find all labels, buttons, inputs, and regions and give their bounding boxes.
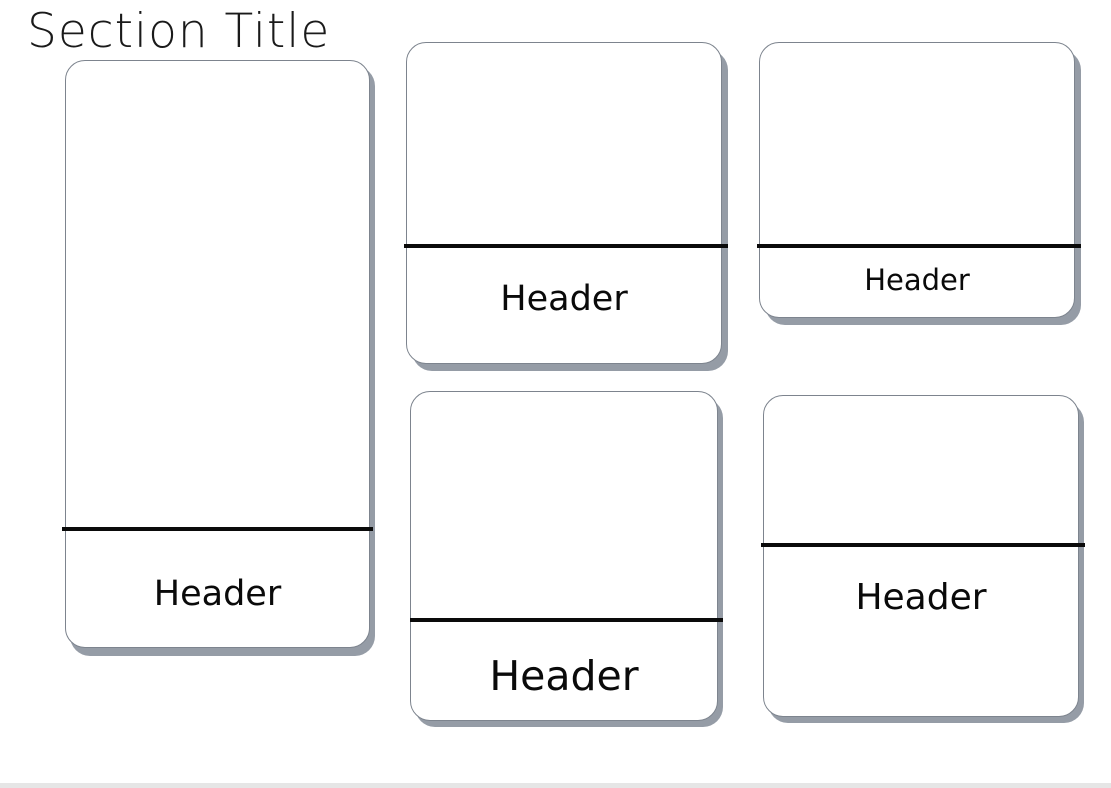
card-4-divider: [410, 618, 723, 622]
card-3-header: Header: [864, 263, 970, 297]
card-4[interactable]: [410, 391, 718, 721]
card-5-header: Header: [855, 577, 987, 618]
card-2-divider: [404, 244, 728, 248]
card-3-divider: [757, 244, 1081, 248]
bottom-strip: [0, 783, 1111, 788]
card-1-divider: [62, 527, 373, 531]
card-1-header: Header: [153, 574, 282, 614]
section-title: Section Title: [27, 4, 331, 59]
card-2-header: Header: [500, 279, 628, 319]
card-1[interactable]: [65, 60, 370, 648]
card-2[interactable]: [406, 42, 722, 364]
card-4-header: Header: [489, 652, 639, 700]
card-5[interactable]: [763, 395, 1079, 717]
card-5-divider: [761, 543, 1085, 547]
card-3[interactable]: [759, 42, 1075, 318]
